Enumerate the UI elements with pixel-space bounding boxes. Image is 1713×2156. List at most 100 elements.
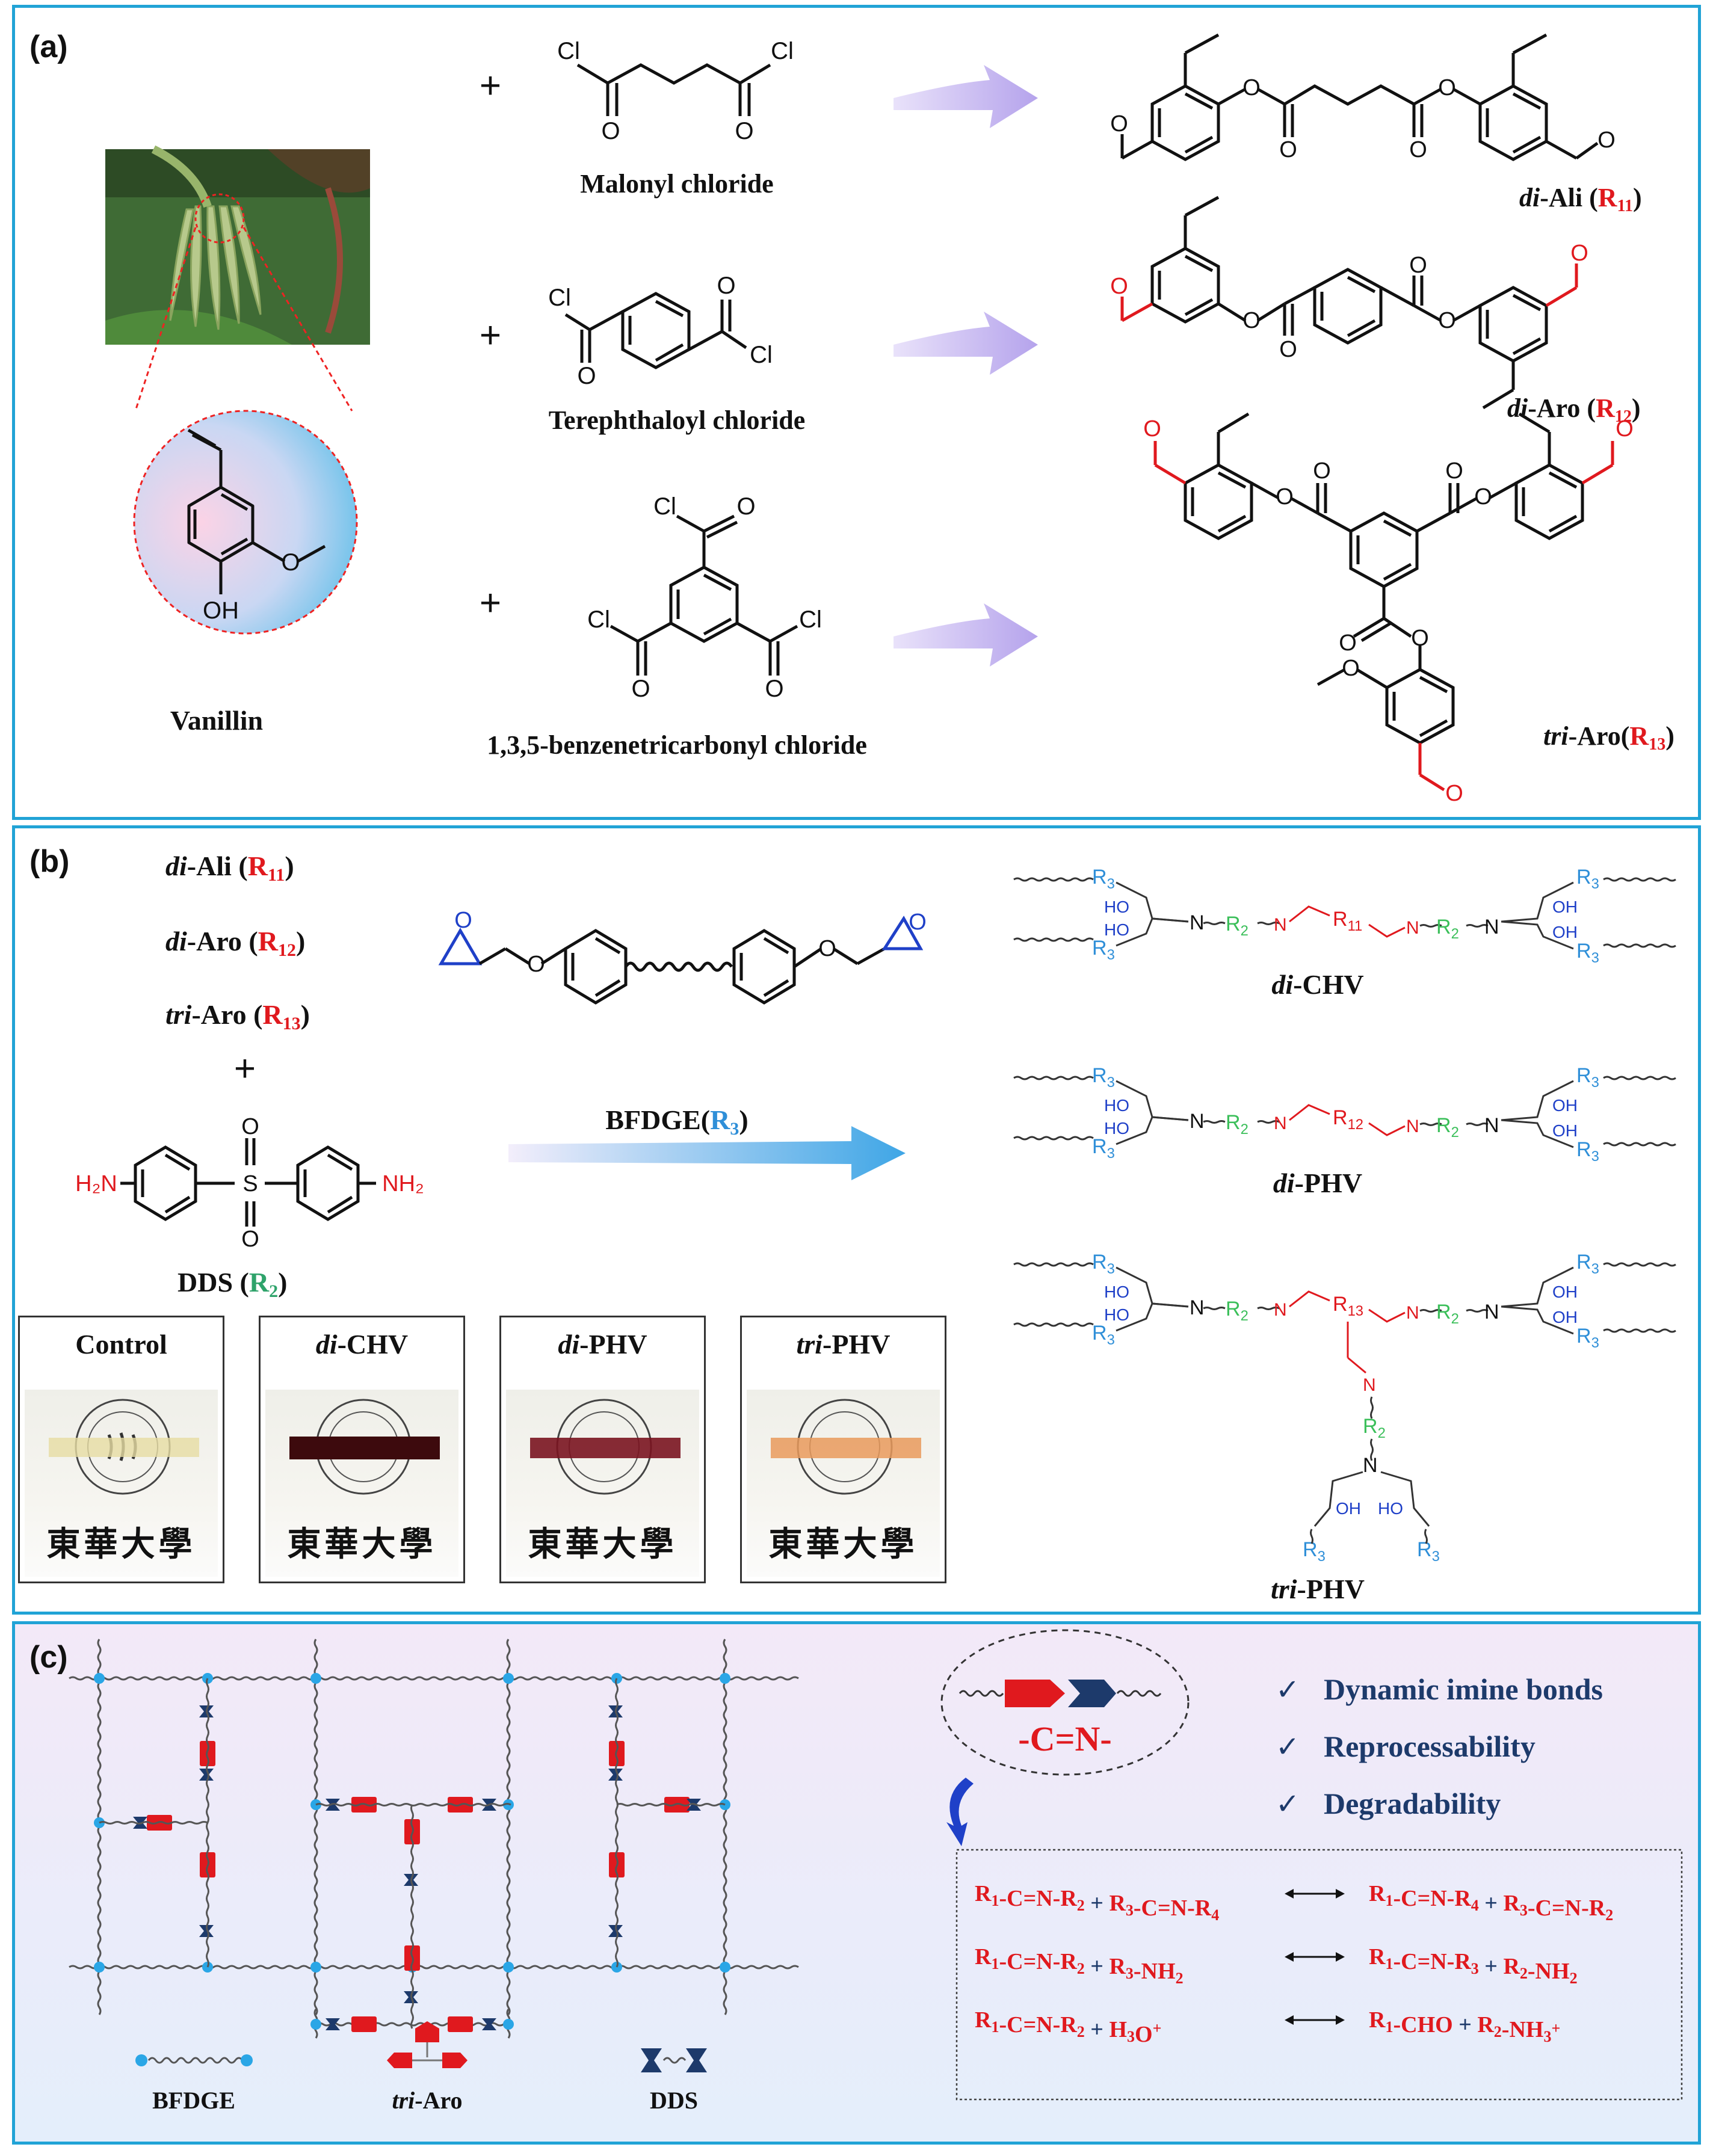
network-label-2: di-PHV: [1273, 1168, 1362, 1198]
product-prefix: di: [1519, 183, 1540, 212]
dds-label: DDS (R2): [177, 1267, 287, 1301]
reaction-char: =: [1418, 1886, 1431, 1911]
o-label: O: [1597, 128, 1616, 153]
bfdge-label: BFDGE(R3): [605, 1104, 748, 1139]
reaction-symbol: R: [1195, 1896, 1212, 1921]
polymer-chain: [1466, 1123, 1489, 1126]
polymer-chain: [1424, 1529, 1428, 1544]
bfdge-chain-horizontal: [315, 2022, 511, 2027]
paren-open: (: [1621, 721, 1630, 751]
r3-label: R3: [1092, 1064, 1115, 1091]
reaction-arrow-3: [894, 603, 1038, 667]
n-label: N: [1484, 1301, 1499, 1323]
r3-label-sub: 3: [1107, 876, 1115, 892]
reaction-char: +: [1484, 1954, 1498, 1979]
network-name: -CHV: [1293, 969, 1364, 1000]
n-label: N: [1190, 1110, 1205, 1133]
ho-label-text: HO: [1378, 1499, 1403, 1518]
reaction-char: -: [1502, 2017, 1510, 2042]
reaction-equation: R1-C=N-R2 + R3-C=N-R4: [975, 1881, 1219, 1924]
r2-label-text: R: [1226, 1298, 1241, 1320]
photo-prefix: di: [558, 1329, 580, 1360]
reaction-symbol: H: [1526, 2017, 1544, 2042]
product-sub: 12: [1615, 407, 1632, 426]
oh-label: OH: [1552, 1096, 1578, 1115]
imine-n-label-text: N: [1406, 1116, 1419, 1136]
reaction-symbol: R: [1589, 1896, 1606, 1921]
dds-chevron: [608, 1769, 623, 1781]
r3-label-sub: 3: [1107, 947, 1115, 963]
r3-label: R3: [1576, 940, 1599, 966]
n-label: N: [1190, 911, 1205, 934]
bfdge-node: [720, 1673, 730, 1684]
product-name: -Ali: [1540, 183, 1589, 212]
reaction-symbol: R: [1109, 1954, 1126, 1979]
arrowhead-left: [1285, 1952, 1294, 1962]
dds-name: DDS: [177, 1267, 240, 1298]
reaction-symbol: R: [1369, 2007, 1386, 2033]
reaction-char: N: [1430, 1949, 1446, 1974]
polymer-chain: [1603, 943, 1676, 948]
photo-area: 東華大學: [506, 1390, 699, 1577]
cl-label: Cl: [750, 342, 773, 368]
imine-n-label-text: N: [1406, 1303, 1419, 1323]
imine-n-label-text: N: [1274, 1300, 1287, 1320]
r3-label-sub: 3: [1107, 1332, 1115, 1348]
paren-open: (: [1589, 183, 1598, 212]
monomer-name: -Aro: [187, 926, 249, 956]
panel-b-svg: (b) di-Ali (R11) di-Aro (R12) tri-Aro (R…: [29, 844, 1676, 1604]
reaction-char: -: [1187, 1896, 1195, 1921]
ether-o-label: O: [818, 936, 836, 961]
sample-photo-di-phv: di-PHV 東華大學: [499, 1316, 706, 1583]
sample-photo-tri-phv: tri-PHV 東華大學: [740, 1316, 946, 1583]
panel-b: (b) di-Ali (R11) di-Aro (R12) tri-Aro (R…: [12, 825, 1701, 1615]
o-label: O: [631, 676, 650, 702]
university-name: 東華大學: [287, 1524, 437, 1564]
product-label-1: di-Ali (R11): [1519, 183, 1642, 215]
reaction-subscript: 2: [1570, 1970, 1578, 1987]
reaction-subscript: 2: [1077, 1960, 1085, 1977]
bfdge-chain-vertical: [506, 1639, 511, 2015]
reaction-char: [1479, 1891, 1485, 1916]
zoom-line-left: [134, 227, 197, 411]
reaction-char: N: [1036, 1949, 1052, 1974]
reaction-symbol: R: [1060, 1886, 1077, 1911]
reaction-char: -: [1447, 1949, 1455, 1974]
imine-bond: [1289, 905, 1330, 923]
r3-label: R3: [1576, 1138, 1599, 1165]
reaction-char: C: [1536, 1896, 1552, 1921]
reaction-symbol: R: [1109, 1891, 1126, 1916]
reaction-equation: R1-C=N-R4 + R3-C=N-R2: [1369, 1881, 1613, 1924]
network-label-1: di-CHV: [1271, 969, 1363, 1000]
polymer-chain: [1603, 1328, 1676, 1333]
monomer-r: R: [258, 926, 279, 956]
r3-label-sub: 3: [1107, 1145, 1115, 1162]
r3-label-text: R: [1576, 1138, 1591, 1161]
reaction-symbol: R: [1477, 2012, 1494, 2037]
monomer-label-3: tri-Aro (R13): [165, 999, 310, 1033]
feature-label-3: Degradability: [1324, 1787, 1501, 1820]
oh-label-text: OH: [1552, 923, 1578, 941]
reaction-char: C: [1401, 2012, 1417, 2037]
backbone-bond: [1116, 1116, 1189, 1145]
n-label-text: N: [1190, 1110, 1205, 1133]
reaction-symbol: R: [1369, 1881, 1386, 1906]
bfdge-chain-vertical: [313, 1639, 318, 2015]
polymer-chain: [1419, 924, 1442, 928]
network-name: -PHV: [1295, 1168, 1362, 1198]
reaction-subscript: 1: [991, 2018, 999, 2036]
seal-graphic: [771, 1399, 921, 1495]
imine-n-label: N: [1406, 1116, 1419, 1136]
feature-label-1: Dynamic imine bonds: [1324, 1672, 1603, 1706]
polymer-chain: [1013, 1262, 1094, 1267]
reaction-char: -: [1134, 1896, 1141, 1921]
ether-o-label: O: [527, 952, 545, 977]
reaction-arrow-1: [894, 65, 1038, 128]
photo-title: di-CHV: [261, 1328, 463, 1360]
reaction-symbol: H: [1552, 1959, 1570, 1984]
photo-area: 東華大學: [265, 1390, 458, 1577]
reagent-label-3: 1,3,5-benzenetricarbonyl chloride: [487, 730, 867, 760]
backbone-bond: [1501, 881, 1574, 923]
polymer-chain: [1603, 1076, 1676, 1080]
